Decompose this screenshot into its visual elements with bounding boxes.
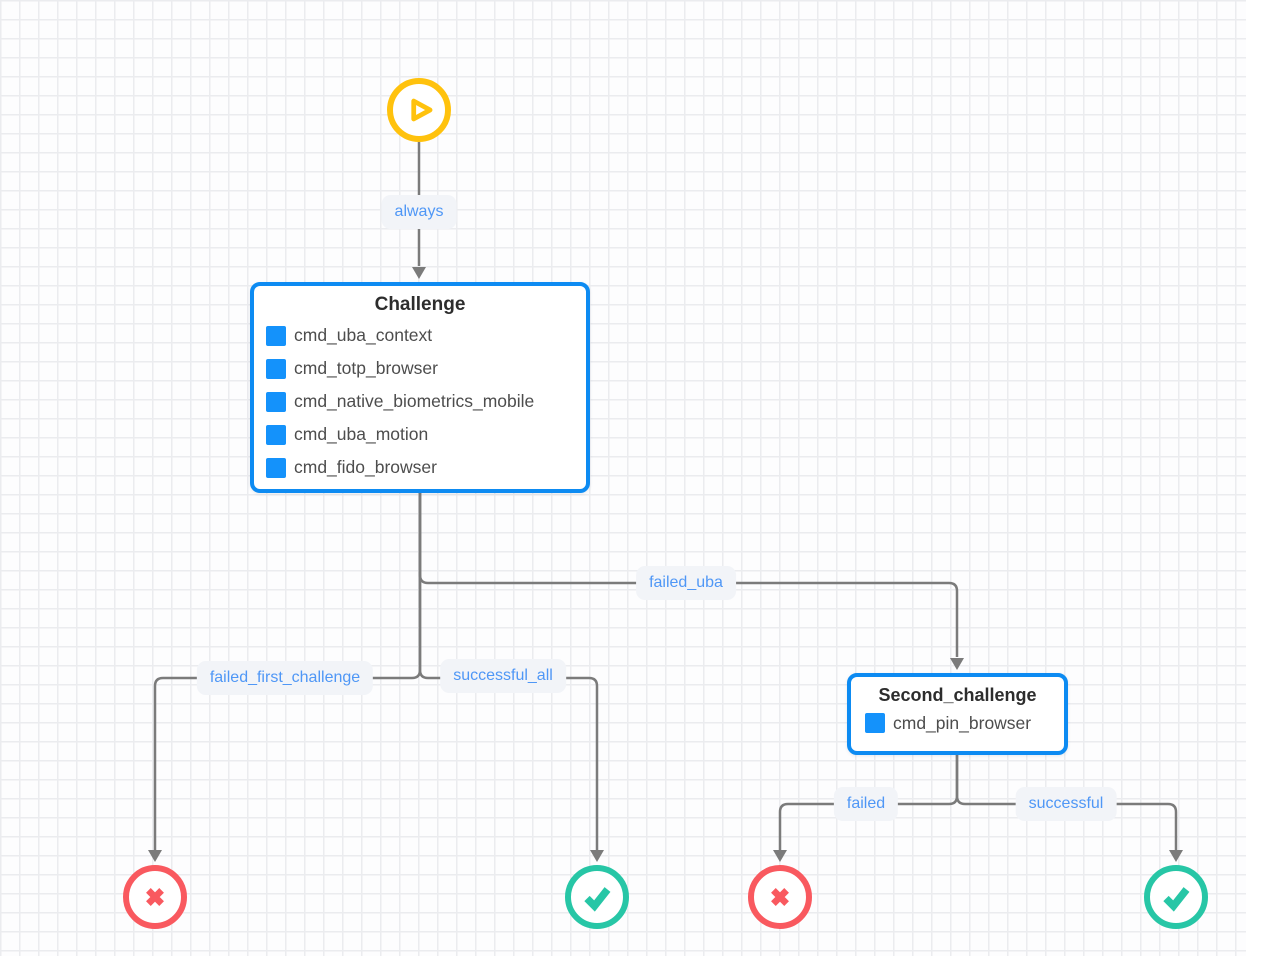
node-item-label: cmd_fido_browser (294, 457, 437, 477)
node-item: cmd_pin_browser (851, 706, 1064, 740)
edge-label-failed-uba[interactable]: failed_uba (636, 566, 736, 600)
node-second-challenge[interactable]: Second_challenge cmd_pin_browser (847, 673, 1068, 755)
node-item-list: cmd_uba_context cmd_totp_browser cmd_nat… (254, 316, 586, 484)
node-item-label: cmd_uba_context (294, 325, 433, 345)
edge-label-failed[interactable]: failed (833, 787, 899, 821)
edge-label-successful[interactable]: successful (1015, 787, 1117, 821)
node-failure-end-2[interactable] (748, 865, 812, 929)
node-item: cmd_native_biometrics_mobile (266, 385, 580, 418)
node-item: cmd_uba_context (266, 319, 580, 352)
node-challenge[interactable]: Challenge cmd_uba_context cmd_totp_brows… (250, 282, 590, 493)
node-item: cmd_uba_motion (266, 418, 580, 451)
node-item: cmd_fido_browser (266, 451, 580, 484)
node-item-label: cmd_totp_browser (294, 358, 438, 378)
check-icon (1163, 887, 1190, 912)
command-icon (865, 713, 885, 733)
x-icon (146, 888, 164, 906)
command-icon (266, 424, 286, 445)
node-title: Second_challenge (878, 685, 1037, 705)
node-item-label: cmd_native_biometrics_mobile (294, 391, 535, 411)
node-success-end-2[interactable] (1144, 865, 1208, 929)
grid-background (0, 0, 1246, 956)
node-title: Challenge (374, 294, 466, 315)
x-icon (771, 888, 789, 906)
node-item-label: cmd_uba_motion (294, 424, 429, 444)
edge-label-always[interactable]: always (381, 195, 457, 229)
command-icon (266, 325, 286, 346)
node-item-label: cmd_pin_browser (893, 712, 1032, 733)
command-icon (266, 457, 286, 478)
command-icon (266, 358, 286, 379)
check-icon (584, 887, 611, 912)
node-start[interactable] (387, 78, 451, 142)
edge-label-failed-first-challenge[interactable]: failed_first_challenge (196, 661, 374, 695)
node-success-end-1[interactable] (565, 865, 629, 929)
play-icon (411, 98, 433, 122)
edge-label-successful-all[interactable]: successful_all (440, 659, 566, 693)
command-icon (266, 391, 286, 412)
node-failure-end-1[interactable] (123, 865, 187, 929)
node-item: cmd_totp_browser (266, 352, 580, 385)
